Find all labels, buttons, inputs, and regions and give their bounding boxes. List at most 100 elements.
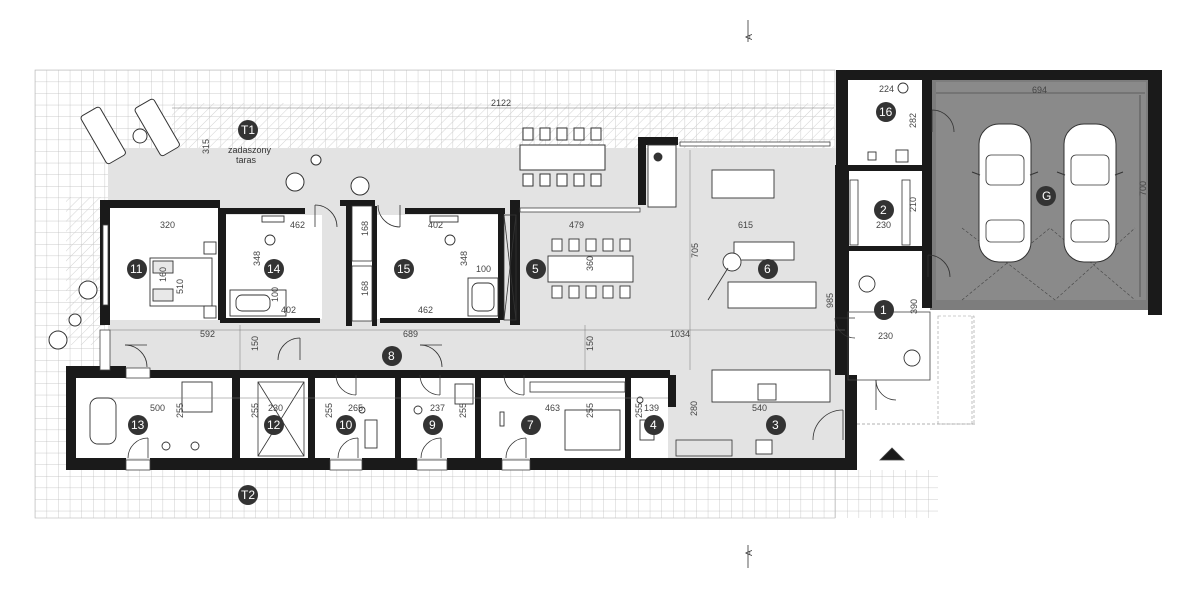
room-number: 12 [267,418,281,432]
room-marker-12: 12 [264,415,284,435]
terrace-marker-t2: T2 [238,485,258,505]
dim-room15-bath: 100 [476,264,491,274]
dim-room10-height: 255 [324,403,334,418]
room-marker-13: 13 [128,415,148,435]
terrace-marker-t1: T1 [238,120,258,140]
dim-room5-height: 360 [585,256,595,271]
dim-room16-width: 224 [879,84,894,94]
room-marker-5: 5 [526,259,546,279]
dim-room15-height: 348 [459,251,469,266]
room-marker-11: 11 [127,259,147,279]
windows [99,141,831,471]
terrace-label-bottom: T2 [241,488,255,502]
dim-garage-depth: 700 [1138,181,1148,196]
dim-room2-height: 210 [908,197,918,212]
dim-room4-height: 255 [634,403,644,418]
room-marker-8: 8 [382,346,402,366]
room-number: 7 [527,418,534,432]
dim-room6-width: 615 [738,220,753,230]
dim-room13-height: 255 [175,403,185,418]
dim-terrace-depth: 315 [201,139,211,154]
dim-terrace-width: 2122 [491,98,511,108]
dim-room14-height: 348 [252,251,262,266]
room-marker-14: 14 [264,259,284,279]
room-number: 2 [880,203,887,217]
garage-label: G [1042,189,1051,203]
dim-room14-width: 462 [290,220,305,230]
dim-room16-height: 282 [908,113,918,128]
room-number: 10 [339,418,353,432]
dim-hall-width1: 592 [200,329,215,339]
room-number: 6 [764,262,771,276]
room-marker-7: 7 [521,415,541,435]
room-number: 1 [880,303,887,317]
dim-room11-height: 510 [175,279,185,294]
dim-room9-height: 255 [458,403,468,418]
terrace-caption-1: zadaszony [228,145,272,155]
dim-closet-a: 168 [360,221,370,236]
dim-room12-width: 230 [268,403,283,413]
dim-room3-width: 540 [752,403,767,413]
doors [124,109,955,459]
dim-hall-depth2: 150 [585,336,595,351]
entrance-porch [847,311,975,461]
dim-room15-width2: 462 [418,305,433,315]
room-marker-9: 9 [423,415,443,435]
section-marks: A A [744,20,754,568]
dim-hall-depth1: 150 [250,336,260,351]
room-marker-6: 6 [758,259,778,279]
terrace-label-top: T1 [241,123,255,137]
room-marker-3: 3 [766,415,786,435]
terrace-furniture [48,98,606,350]
dimension-lines [110,107,845,399]
room-number: 3 [772,418,779,432]
dim-closet-b: 168 [360,281,370,296]
section-mark-top: A [744,34,754,40]
car-icon [971,123,1039,263]
room-marker-15: 15 [394,259,414,279]
dim-room15-width: 402 [428,220,443,230]
dim-room7-height: 255 [585,403,595,418]
room-number: 5 [532,262,539,276]
room-marker-2: 2 [874,200,894,220]
dim-garage-width: 694 [1032,85,1047,95]
room-marker-1: 1 [874,300,894,320]
dim-room5-width: 479 [569,220,584,230]
dim-room10-width: 265 [348,403,363,413]
dim-room14-bath: 100 [270,287,280,302]
interior-furniture [89,82,921,455]
dim-room1-height: 390 [909,299,919,314]
dim-room2-width: 230 [876,220,891,230]
car-icon [1056,123,1124,263]
room-marker-16: 16 [876,102,896,122]
dim-room6-height: 985 [825,293,835,308]
dim-room1-width: 230 [878,331,893,341]
dim-room11-width: 320 [160,220,175,230]
dim-room12-height: 255 [250,403,260,418]
dim-room9-width: 237 [430,403,445,413]
room-number: 16 [879,105,893,119]
section-mark-bottom: A [744,550,754,556]
room-markers: 1 2 3 4 5 6 7 8 9 10 11 12 13 14 15 16 G… [127,102,1056,505]
dim-hall-width2: 689 [403,329,418,339]
dimension-labels: 2122 315 694 700 224 282 230 210 230 390… [150,84,1148,418]
dim-hall-width3: 1034 [670,329,690,339]
dim-room13-width: 500 [150,403,165,413]
room-number: 9 [429,418,436,432]
dim-room11-bed: 160 [158,267,168,282]
room-number: 14 [267,262,281,276]
dim-room4-width: 139 [644,403,659,413]
room-marker-10: 10 [336,415,356,435]
dim-room14-bath-width: 402 [281,305,296,315]
room-marker-garage: G [1036,186,1056,206]
room-number: 15 [397,262,411,276]
room-marker-4: 4 [644,415,664,435]
terrace-caption-2: taras [236,155,257,165]
dim-living-depth: 705 [690,243,700,258]
room-number: 13 [131,418,145,432]
room-number: 11 [130,262,143,276]
room-number: 4 [650,418,657,432]
dim-room3-height: 280 [689,401,699,416]
dim-room7-width: 463 [545,403,560,413]
